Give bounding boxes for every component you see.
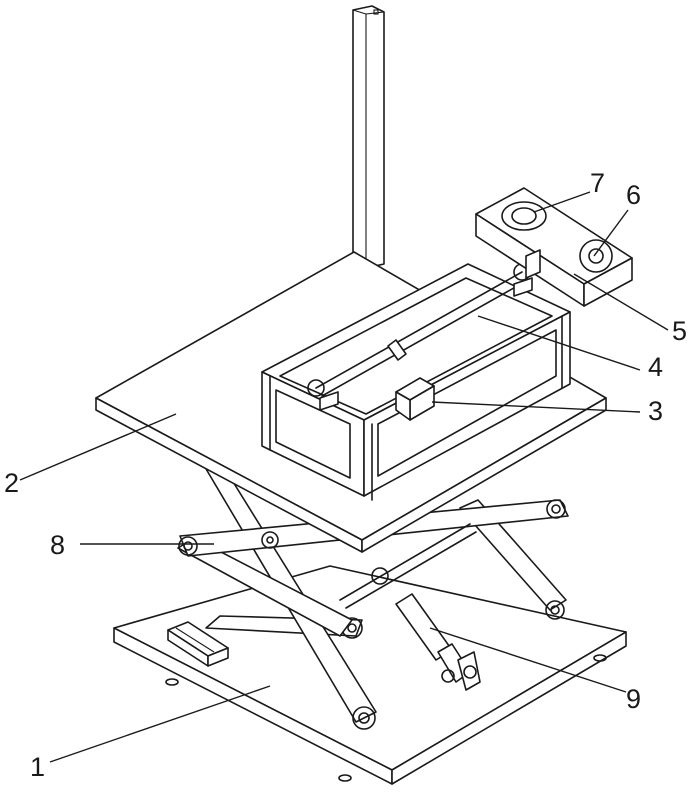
callout-5: 5 (672, 316, 687, 346)
callout-8: 8 (50, 530, 65, 560)
callout-4: 4 (648, 352, 663, 382)
callout-1: 1 (30, 752, 45, 782)
vertical-mast (353, 6, 384, 268)
callout-2: 2 (4, 468, 19, 498)
callout-6: 6 (626, 180, 641, 210)
callout-3: 3 (648, 396, 663, 426)
callout-7: 7 (590, 168, 605, 198)
callout-9: 9 (626, 684, 641, 714)
